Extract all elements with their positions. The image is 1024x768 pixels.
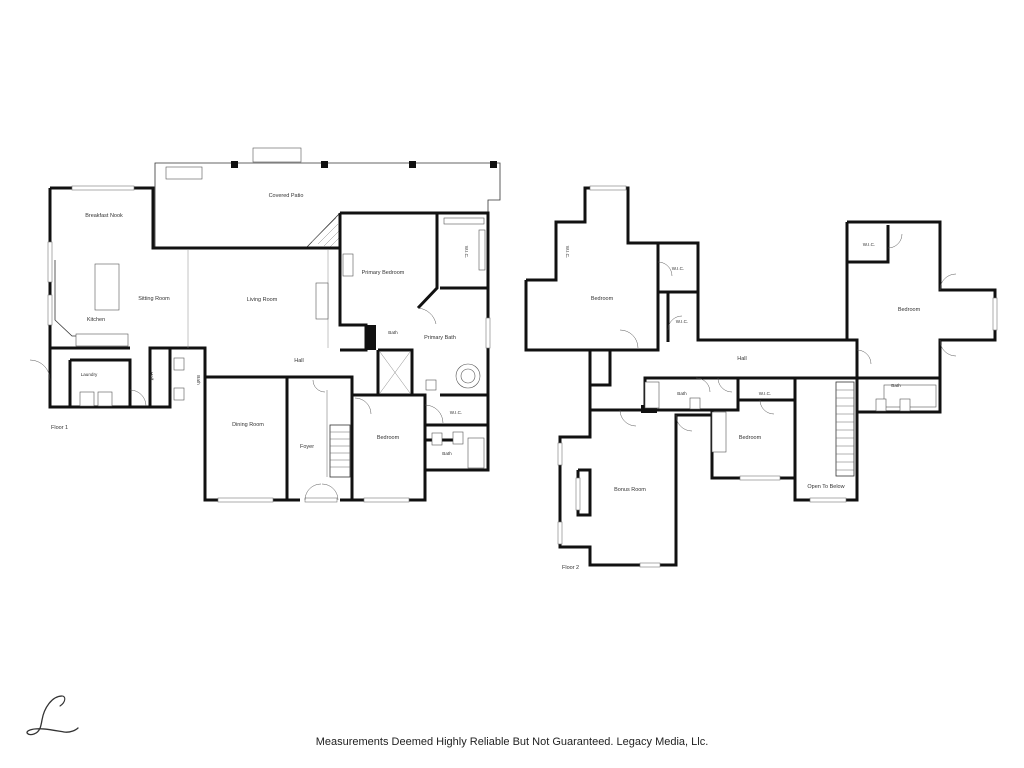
label-dining-room: Dining Room xyxy=(232,422,264,428)
label-wic-bedroom: W.I.C. xyxy=(450,410,463,415)
label-primary-bedroom: Primary Bedroom xyxy=(362,270,405,276)
label-wic-primary: W.I.C. xyxy=(464,246,469,259)
label-bedroom-center: Bedroom xyxy=(739,435,762,441)
floor-2-windows xyxy=(557,185,998,568)
floor-2-fixtures xyxy=(619,233,957,453)
label-open-to-below: Open To Below xyxy=(807,484,844,490)
label-half: Half xyxy=(149,372,154,381)
disclaimer-text: Measurements Deemed Highly Reliable But … xyxy=(315,736,709,748)
label-wic-lower: W.I.C. xyxy=(676,319,689,324)
label-bath-right: Bath xyxy=(891,383,901,388)
label-floor-1: Floor 1 xyxy=(51,425,68,431)
label-bath-half: Bath xyxy=(196,375,201,385)
label-hall-floor-1: Hall xyxy=(294,358,303,364)
label-bedroom-left: Bedroom xyxy=(591,296,614,302)
label-bedroom-floor-1: Bedroom xyxy=(377,435,400,441)
label-wic-right: W.I.C. xyxy=(863,242,876,247)
covered-patio-area xyxy=(154,147,501,249)
primary-bath-fixtures xyxy=(379,217,486,394)
label-foyer: Foyer xyxy=(300,444,314,450)
floor-1-windows xyxy=(47,185,491,503)
floor-1-labels: Covered Patio Breakfast Nook Sitting Roo… xyxy=(51,193,469,456)
label-living-room: Living Room xyxy=(247,297,278,303)
label-sitting-room: Sitting Room xyxy=(138,296,170,302)
label-bath-mid: Bath xyxy=(677,391,687,396)
label-wic-mid: W.I.C. xyxy=(672,266,685,271)
label-kitchen: Kitchen xyxy=(87,317,105,323)
script-l-logo-icon xyxy=(22,690,82,745)
floor-2-walls xyxy=(524,186,997,567)
floor-2-labels: W.I.C. Bedroom W.I.C. W.I.C. Hall W.I.C.… xyxy=(562,242,921,571)
floor-2-plan: W.I.C. Bedroom W.I.C. W.I.C. Hall W.I.C.… xyxy=(524,185,998,571)
bedroom-bath-fixtures xyxy=(354,397,485,469)
label-hall-floor-2: Hall xyxy=(737,356,746,362)
foyer-stairs xyxy=(304,379,351,501)
label-wic-left: W.I.C. xyxy=(565,246,570,259)
floor-1-plan: Covered Patio Breakfast Nook Sitting Roo… xyxy=(29,147,501,503)
label-breakfast-nook: Breakfast Nook xyxy=(85,213,123,219)
laundry-fixtures xyxy=(29,357,185,407)
label-floor-2: Floor 2 xyxy=(562,565,579,571)
label-wic-center: W.I.C. xyxy=(759,391,772,396)
label-bonus-room: Bonus Room xyxy=(614,487,646,493)
label-bath-bedroom: Bath xyxy=(442,451,452,456)
label-bedroom-right: Bedroom xyxy=(898,307,921,313)
label-primary-bath: Primary Bath xyxy=(424,335,456,341)
label-bath-small: Bath xyxy=(388,330,398,335)
open-to-below-stairs xyxy=(835,381,855,477)
label-laundry: Laundry xyxy=(81,372,98,377)
label-covered-patio: Covered Patio xyxy=(269,193,304,199)
kitchen-fixtures xyxy=(54,253,354,347)
